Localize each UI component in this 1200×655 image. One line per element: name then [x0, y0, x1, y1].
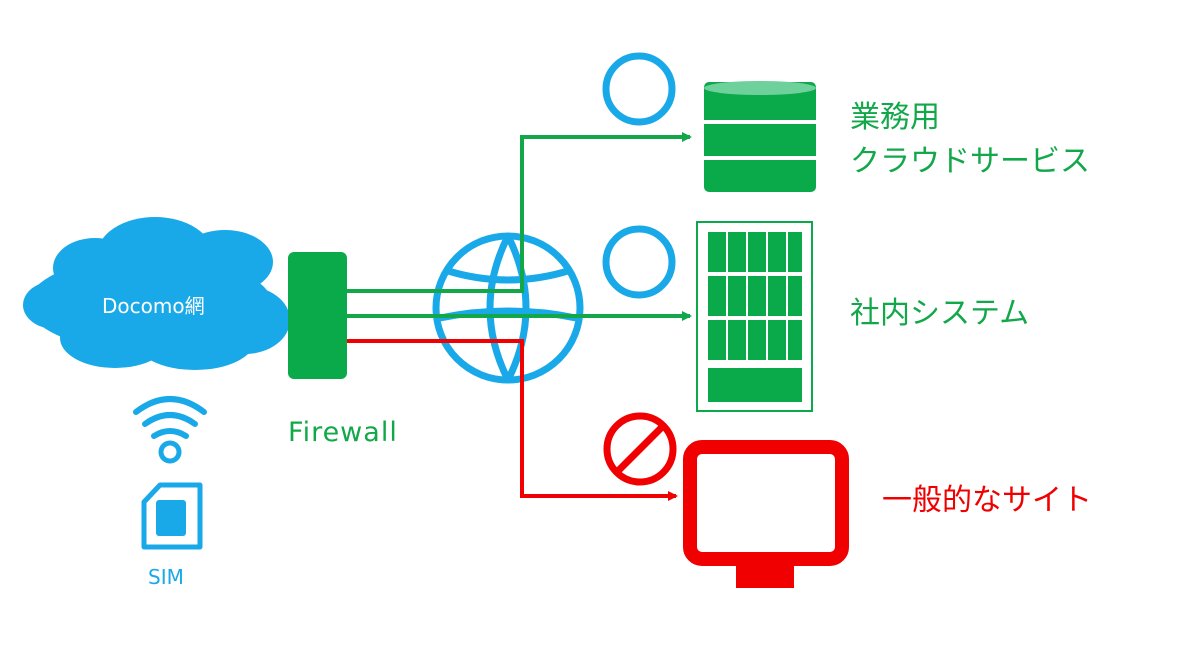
allowed-path-cloud-service	[347, 132, 692, 293]
building-icon	[696, 221, 813, 412]
blocked-path-general-site	[347, 339, 678, 501]
cloud-service-label-line-1: 業務用	[850, 100, 940, 135]
internal-system-label: 社内システム	[850, 292, 1029, 336]
database-icon	[704, 81, 816, 192]
general-site-label: 一般的なサイト	[882, 479, 1092, 523]
firewall-label: Firewall	[288, 417, 398, 448]
cloud-icon	[23, 217, 290, 370]
cloud-service-label: 業務用 クラウドサービス	[850, 96, 1090, 184]
sim-card-icon	[141, 482, 203, 550]
globe-icon	[432, 232, 584, 384]
firewall-icon	[288, 252, 347, 379]
general-site-label-text: 一般的なサイト	[882, 483, 1092, 518]
sim-label: SIM	[148, 565, 184, 589]
internal-system-label-text: 社内システム	[850, 296, 1030, 331]
prohibited-icon	[603, 412, 677, 486]
network-label: Docomo網	[102, 294, 205, 318]
monitor-icon	[683, 440, 849, 588]
cloud-service-label-line-2: クラウドサービス	[850, 144, 1090, 179]
allowed-circle-icon	[602, 225, 676, 299]
allowed-circle-icon	[602, 52, 676, 126]
wireless-icon	[133, 396, 207, 464]
